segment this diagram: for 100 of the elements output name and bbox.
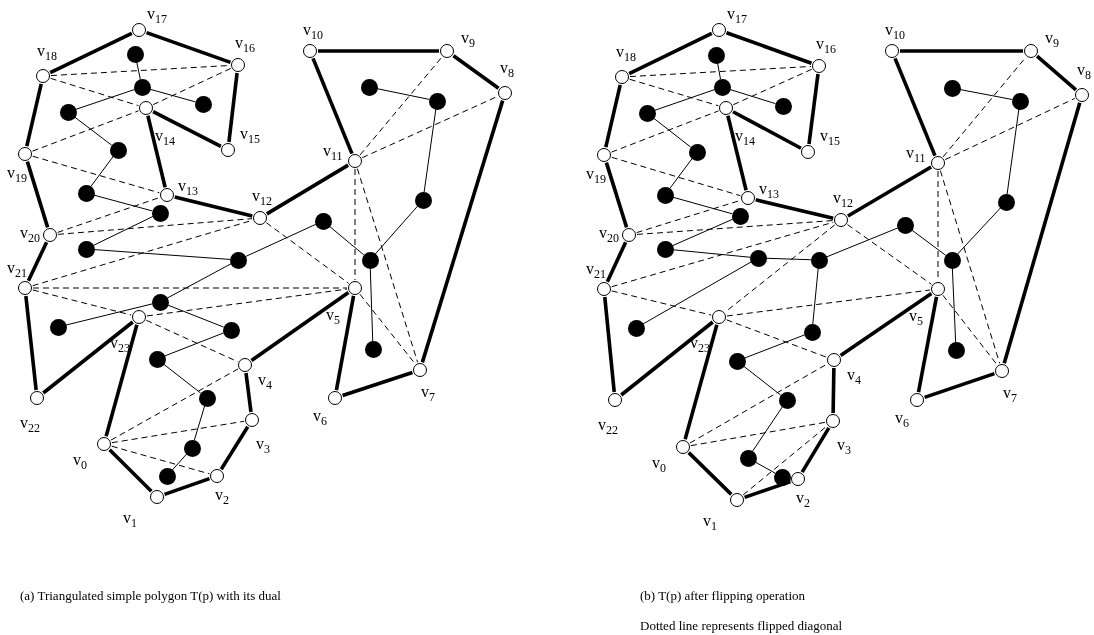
diagonal-line — [32, 155, 160, 194]
dual-tree-edge — [75, 89, 135, 110]
dual-tree-edge — [751, 406, 784, 452]
polygon-edge — [900, 49, 1023, 53]
vertex-label: v$_{17}$ — [147, 5, 167, 27]
polygon-edge — [893, 57, 937, 157]
vertex-label: v$_{12}$ — [833, 189, 853, 211]
dual-tree-edge — [672, 196, 733, 215]
polygon-edge — [145, 30, 232, 65]
diagonal-line — [265, 222, 350, 284]
vertex-label: v$_{11}$ — [323, 142, 343, 164]
vertex-label: v$_{11}$ — [906, 144, 926, 166]
dual-tree-edge — [654, 89, 715, 111]
polygon-edge — [311, 57, 354, 155]
diagonal-line — [732, 68, 813, 106]
diagonal-line — [689, 363, 828, 444]
diagonal-line — [146, 288, 348, 317]
diagonal-line — [944, 97, 1076, 161]
dual-tree-edge — [642, 261, 752, 325]
polygon-edge — [755, 198, 834, 220]
diagonal-line — [610, 110, 720, 153]
vertex-label: v$_{6}$ — [313, 407, 327, 429]
dual-node — [222, 321, 240, 339]
polygon-edge — [628, 31, 713, 76]
diagonal-line — [690, 421, 826, 447]
dual-tree-edge — [244, 223, 317, 258]
vertex-label: v$_{17}$ — [727, 5, 747, 27]
dual-tree-edge — [328, 225, 365, 256]
diagonal-line — [145, 319, 239, 363]
diagonal-line — [359, 293, 416, 365]
polygon-edge — [604, 84, 622, 148]
dual-node — [656, 186, 674, 204]
dual-node — [77, 184, 95, 202]
polygon-edge — [108, 448, 153, 493]
vertex-label: v$_{8}$ — [1077, 61, 1091, 83]
polygon-edge — [342, 370, 413, 398]
dual-node — [773, 468, 791, 486]
polygon-edge — [24, 295, 38, 391]
vertex-label: v$_{12}$ — [252, 187, 272, 209]
vertex-label: v$_{13}$ — [759, 180, 779, 202]
polygon-edge — [605, 241, 628, 283]
polygon-edge — [924, 371, 995, 400]
polygon-edge — [1035, 54, 1078, 92]
vertex-label: v$_{15}$ — [240, 125, 260, 147]
dual-tree-edge — [423, 108, 437, 193]
dual-tree-edge — [171, 453, 188, 471]
vertex-label: v$_{16}$ — [816, 35, 836, 57]
dual-node — [997, 193, 1015, 211]
dual-tree-edge — [136, 61, 141, 80]
dual-tree-edge — [163, 332, 225, 357]
diagonal-line — [31, 110, 139, 152]
caption-text: Dotted line represents flipped diagonal — [640, 618, 843, 634]
vertex-label: v$_{3}$ — [256, 435, 270, 457]
dual-tree-edge — [166, 263, 232, 299]
dual-tree-edge — [910, 229, 947, 256]
polygon-edge — [452, 54, 500, 90]
polygon-edge — [174, 195, 253, 218]
dual-tree-edge — [765, 257, 812, 261]
polygon-edge — [244, 372, 253, 413]
vertex-label: v$_{5}$ — [909, 307, 923, 329]
polygon-edge — [334, 295, 356, 391]
dual-node — [360, 78, 378, 96]
dual-node — [778, 391, 796, 409]
dual-tree-edge — [951, 267, 957, 343]
polygon-edge — [683, 324, 719, 440]
dual-node — [151, 293, 169, 311]
vertex-label: v$_{8}$ — [500, 59, 514, 81]
dual-tree-edge — [162, 363, 202, 394]
diagonal-line — [356, 168, 419, 363]
dual-node — [810, 251, 828, 269]
polygon-edge — [250, 291, 350, 362]
dual-node — [739, 449, 757, 467]
vertex-label: v$_{2}$ — [215, 486, 229, 508]
dual-node — [148, 350, 166, 368]
dual-tree-edge — [65, 303, 153, 326]
vertex-label: v$_{9}$ — [461, 29, 475, 51]
polygon-edge — [620, 320, 714, 397]
polygon-edge — [916, 296, 939, 393]
dual-node — [627, 319, 645, 337]
caption-text: (a) Triangulated simple polygon T(p) with its dual — [20, 588, 281, 604]
polygon-edge — [25, 161, 50, 228]
vertex-label: v$_{22}$ — [20, 414, 40, 436]
diagonal-line — [111, 445, 210, 475]
dual-tree-edge — [672, 249, 751, 258]
diagonal-line — [110, 368, 239, 441]
dual-node — [428, 92, 446, 110]
diagonal-line — [354, 168, 356, 281]
dual-tree-edge — [149, 88, 196, 103]
polygon-edge — [25, 83, 43, 147]
vertex-label: v$_{2}$ — [796, 489, 810, 511]
dual-tree-edge — [73, 116, 113, 146]
polygon-edge — [800, 426, 831, 474]
vertex-label: v$_{1}$ — [123, 509, 137, 531]
vertex-label: v$_{0}$ — [652, 454, 666, 476]
polygon-edge — [839, 292, 933, 357]
dual-node — [314, 212, 332, 230]
polygon-edge — [152, 110, 222, 148]
dual-node — [198, 389, 216, 407]
polygon-edge — [807, 73, 820, 145]
diagonal-line — [636, 199, 741, 234]
